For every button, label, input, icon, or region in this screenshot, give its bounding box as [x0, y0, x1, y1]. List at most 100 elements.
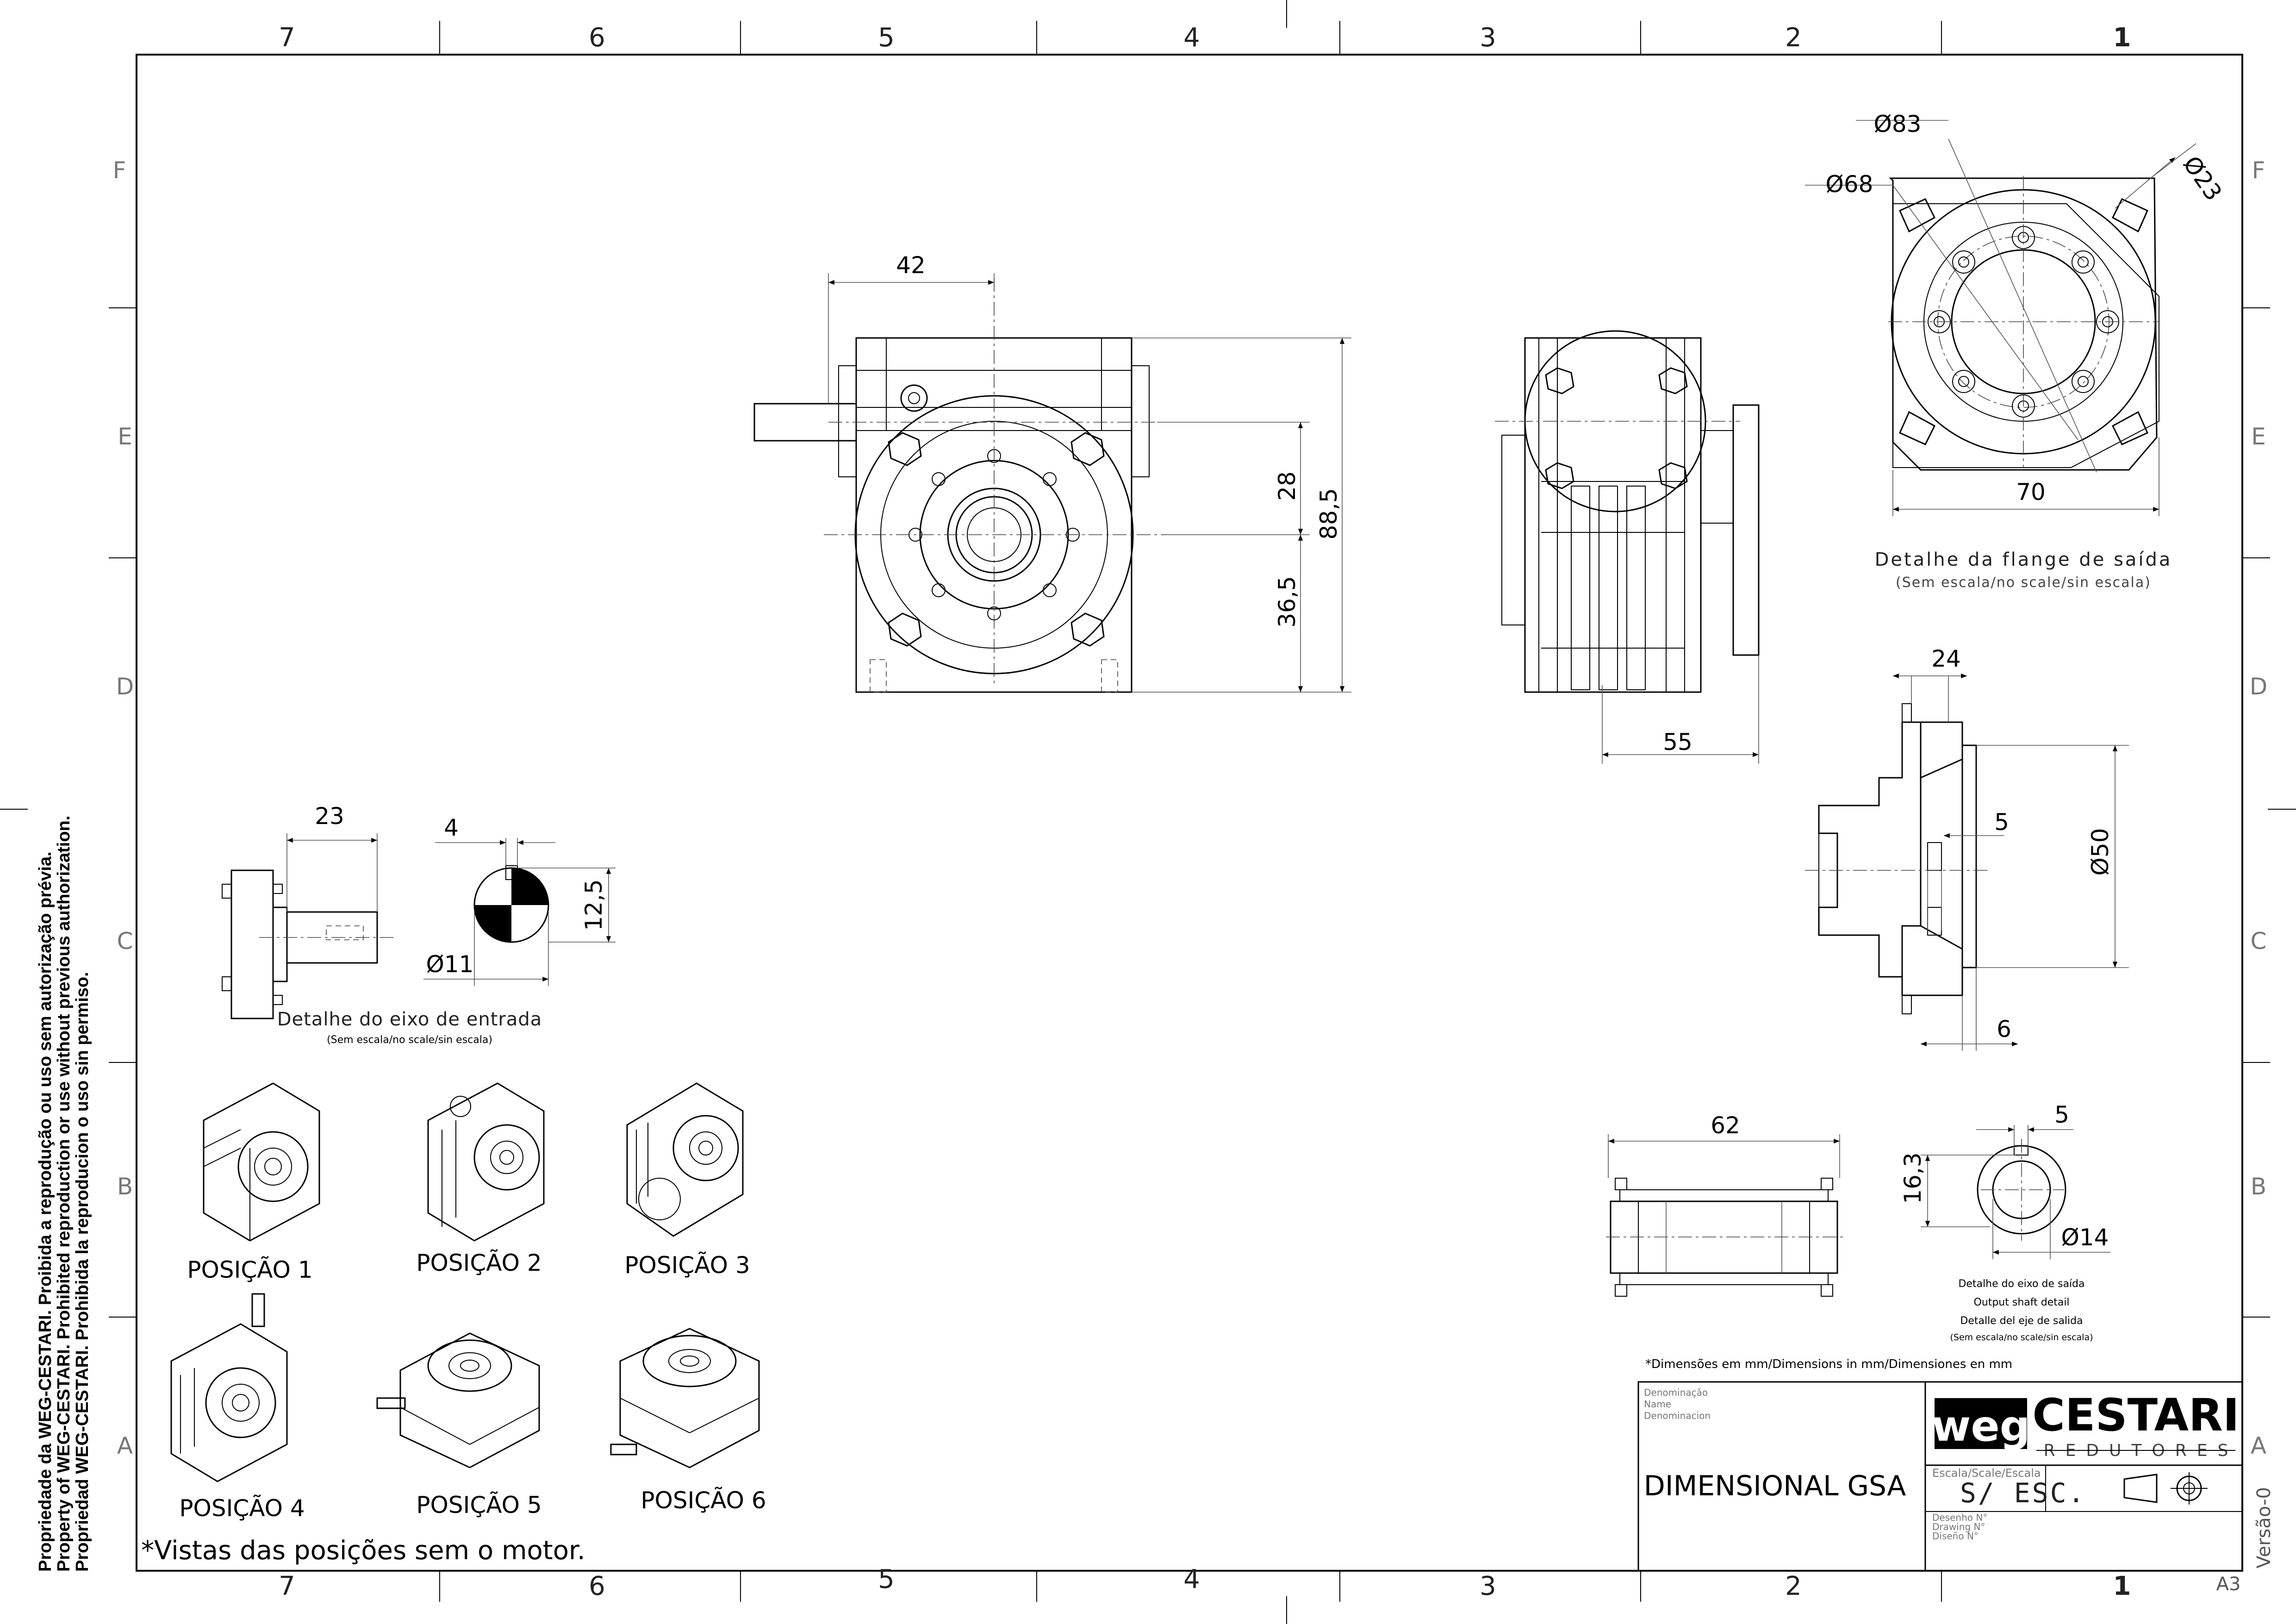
zone-row-c-right: C [2251, 928, 2267, 955]
zone-col-7-bottom: 7 [279, 1571, 295, 1601]
zone-col-1-bottom: 1 [2113, 1571, 2131, 1601]
dim-section-24: 24 [1931, 645, 1961, 672]
dim-flange-d83: Ø83 [1874, 111, 1922, 137]
flange-detail-title: Detalhe da flange de saída [1875, 549, 2172, 570]
drawing-title: DIMENSIONAL GSA [1644, 1470, 1906, 1502]
projection-symbol-icon [2123, 1472, 2208, 1505]
section-view: 24 Ø50 5 6 [1805, 645, 2129, 1051]
zone-col-2: 2 [1785, 23, 1802, 53]
zone-row-c: C [117, 928, 133, 955]
zone-row-e-right: E [2251, 423, 2266, 450]
denomination-label-es: Denominacion [1644, 1410, 1711, 1421]
position-1-label: POSIÇÃO 1 [187, 1256, 312, 1283]
sheet-size: A3 [2216, 1574, 2241, 1595]
output-detail-line4: (Sem escala/no scale/sin escala) [1950, 1332, 2093, 1343]
dim-section-6: 6 [1997, 1016, 2011, 1043]
zone-row-a-right: A [2251, 1432, 2266, 1459]
position-5-sketch [376, 1332, 540, 1468]
zone-col-4-bottom: 4 [1183, 1564, 1200, 1594]
zone-col-6: 6 [589, 23, 605, 53]
output-detail-line2: Output shaft detail [1973, 1297, 2069, 1308]
dim-input-23: 23 [315, 803, 344, 830]
dim-flange-d68: Ø68 [1826, 171, 1873, 198]
inner-border [136, 54, 2243, 1572]
views-note: *Vistas das posições sem o motor. [141, 1536, 585, 1566]
position-6-sketch [610, 1328, 760, 1468]
drawing-number-label-es: Diseño N° [1932, 1530, 1979, 1542]
front-dimensions: 42 88,5 28 36,5 [828, 252, 1351, 693]
position-3-sketch [626, 1082, 744, 1237]
flange-detail-subtitle: (Sem escala/no scale/sin escala) [1896, 575, 2151, 591]
output-detail-line3: Detalle del eje de salida [1960, 1315, 2083, 1327]
position-4-label: POSIÇÃO 4 [179, 1495, 305, 1522]
side-dimensions: 55 [1602, 655, 1759, 764]
drawing-number-label-pt: Desenho N° [1932, 1512, 1987, 1523]
position-1-sketch [203, 1082, 320, 1242]
zone-col-4: 4 [1183, 23, 1200, 53]
output-detail-line1: Detalhe do eixo de saída [1958, 1278, 2084, 1290]
version-label: Versão-0 [2253, 1487, 2275, 1568]
dim-input-4: 4 [444, 814, 459, 841]
dim-top-62: 62 [1711, 1112, 1740, 1139]
zone-col-5: 5 [878, 23, 895, 53]
zone-labels-top: 7 6 5 4 3 2 1 [279, 23, 2131, 53]
position-2-label: POSIÇÃO 2 [416, 1249, 541, 1276]
dim-front-36-5: 36,5 [1274, 576, 1300, 627]
zone-labels-right: F E D C B A [2250, 157, 2268, 1459]
position-labels: POSIÇÃO 1 POSIÇÃO 2 POSIÇÃO 3 POSIÇÃO 4 … [179, 1249, 766, 1522]
zone-col-3: 3 [1480, 23, 1496, 53]
scale-label: Escala/Scale/Escala [1932, 1467, 2041, 1480]
zone-row-f-right: F [2252, 157, 2265, 184]
denomination-label-pt: Denominação [1644, 1387, 1708, 1398]
zone-row-e: E [118, 423, 132, 450]
brand-logo: weg CESTARI REDUTORES [1931, 1389, 2239, 1460]
output-shaft-detail: 5 16,3 Ø14 Detalhe do eixo de saída Outp… [1899, 1101, 2110, 1343]
position-4-sketch [170, 1293, 288, 1482]
legal-notice: Propriedade da WEG-CESTARI. Proibida a r… [36, 816, 92, 1572]
zone-ticks [109, 21, 2270, 1602]
dim-output-d14: Ø14 [2061, 1224, 2109, 1251]
zone-labels-bottom: 7 6 5 4 3 2 1 [279, 1564, 2131, 1601]
zone-col-6-bottom: 6 [589, 1571, 605, 1601]
legal-line-1: Propriedade da WEG-CESTARI. Proibida a r… [36, 851, 55, 1572]
dim-input-d11: Ø11 [426, 951, 474, 978]
flange-detail: Ø83 Ø68 Ø23 70 Detalhe da flange de saíd… [1805, 111, 2227, 591]
scale-value: S/ ESC. [1960, 1477, 2086, 1509]
zone-col-7: 7 [279, 23, 295, 53]
dim-front-88-5: 88,5 [1315, 488, 1342, 539]
input-shaft-detail: 23 4 12,5 Ø11 Detalhe do eixo de entrada… [222, 803, 616, 1046]
title-block: Denominação Name Denominacion DIMENSIONA… [1637, 1381, 2275, 1595]
side-view [1495, 330, 1760, 693]
legal-line-3: Propriedad WEG-CESTARI. Prohibida la rep… [73, 972, 92, 1572]
zone-labels-left: F E D C B A [113, 157, 134, 1459]
flange-slots [1899, 198, 2148, 445]
input-detail-title: Detalhe do eixo de entrada [277, 1009, 542, 1030]
dim-front-28: 28 [1274, 471, 1300, 501]
drawing-number-label-en: Drawing N° [1932, 1521, 1985, 1532]
dim-section-5: 5 [1994, 809, 2009, 836]
weg-logo-text: weg [1931, 1401, 2030, 1451]
position-2-sketch [427, 1082, 545, 1242]
legal-line-2: Property of WEG-CESTARI. Prohibited repr… [54, 816, 74, 1572]
zone-row-f: F [113, 157, 126, 184]
zone-col-2-bottom: 2 [1785, 1571, 1802, 1601]
zone-row-b: B [117, 1173, 133, 1200]
dim-flange-70: 70 [2016, 479, 2046, 506]
zone-row-d-right: D [2250, 673, 2268, 700]
top-view: 62 [1606, 1112, 1847, 1297]
dim-side-55: 55 [1663, 729, 1692, 756]
dimension-note: *Dimensões em mm/Dimensions in mm/Dimens… [1645, 1357, 2012, 1371]
zone-col-1: 1 [2113, 23, 2131, 53]
input-detail-subtitle: (Sem escala/no scale/sin escala) [327, 1034, 492, 1046]
dim-input-12-5: 12,5 [580, 879, 607, 931]
zone-col-5-bottom: 5 [878, 1564, 895, 1594]
front-corner-bosses [888, 432, 1105, 647]
zone-row-b-right: B [2251, 1173, 2266, 1200]
dim-front-42: 42 [896, 252, 926, 279]
front-view [753, 278, 1166, 693]
denomination-label-en: Name [1644, 1399, 1671, 1410]
position-sketches [170, 1082, 760, 1482]
dim-output-16-3: 16,3 [1899, 1152, 1926, 1204]
